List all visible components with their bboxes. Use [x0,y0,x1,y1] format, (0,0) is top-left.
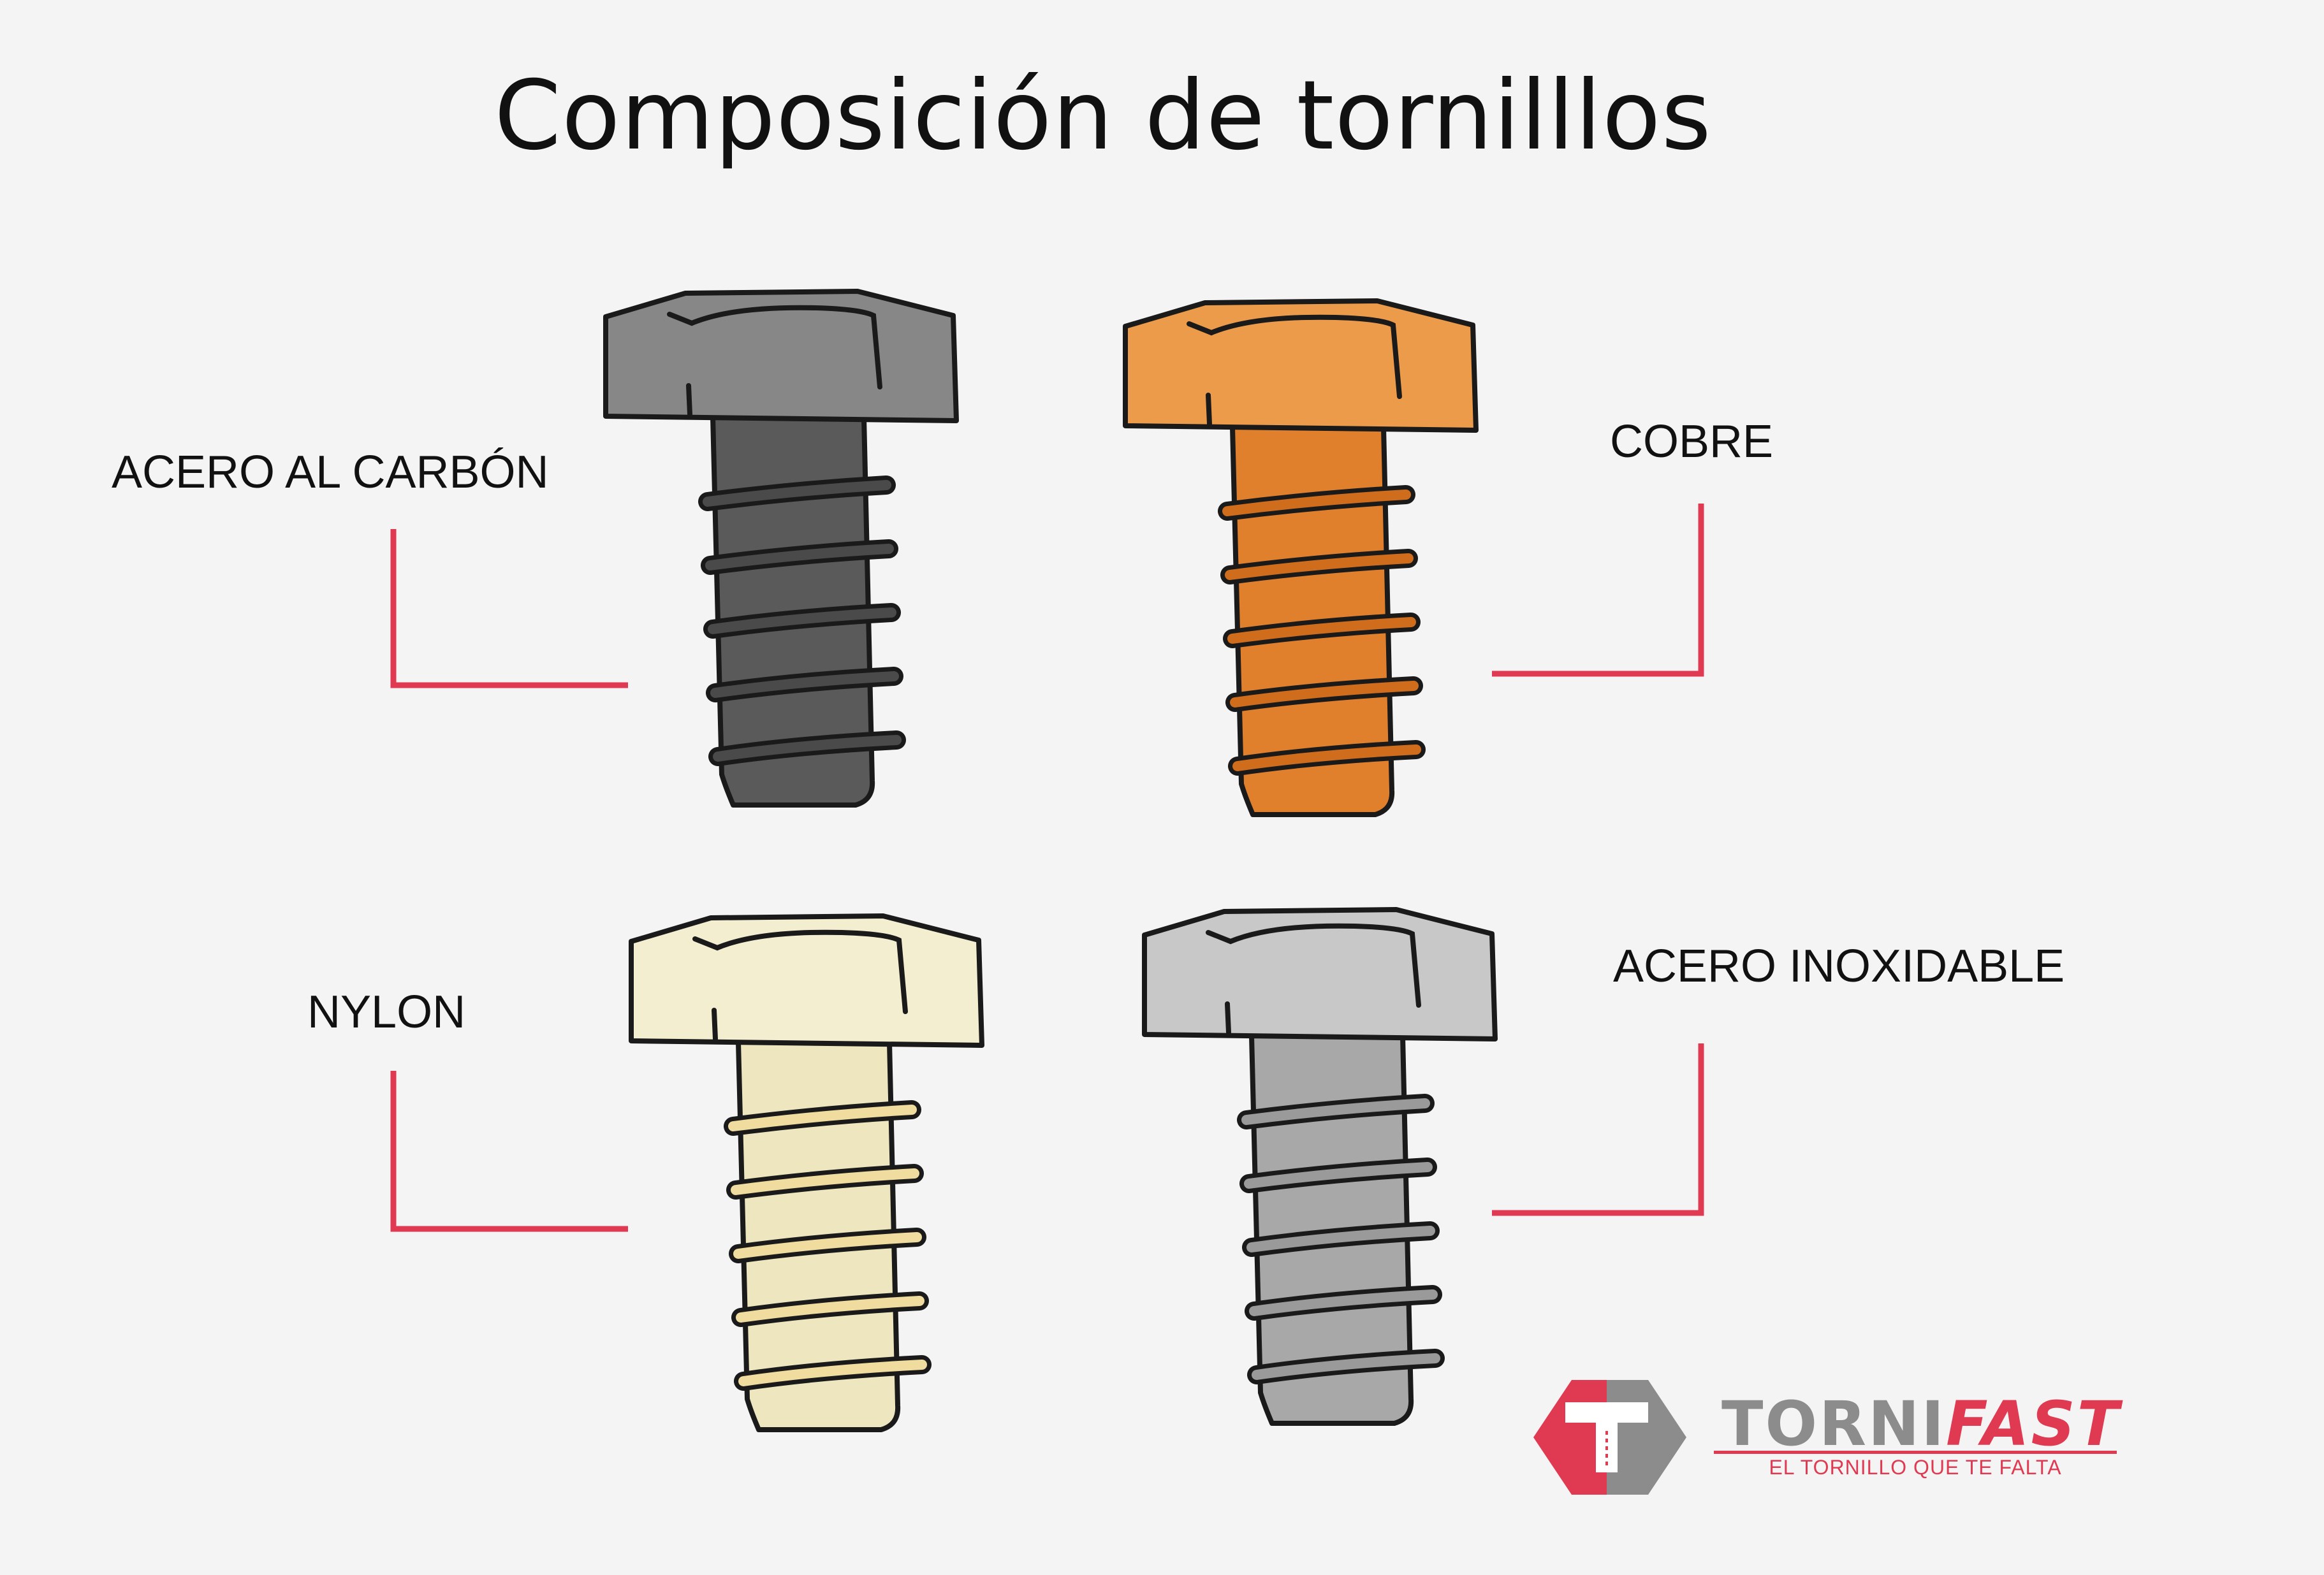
connector-nylon [390,1071,628,1232]
screw-head [1123,298,1479,433]
screw-head-detail [686,383,692,417]
screw-thread-fill [1222,490,1411,516]
label-stainless-steel: ACERO INOXIDABLE [1613,941,2065,992]
label-copper: COBRE [1610,416,1774,467]
screw-thread-fill [733,1232,922,1259]
screw-copper [1123,298,1479,817]
screw-thread-fill [728,1105,917,1131]
screw-thread-fill [738,1360,927,1386]
brand-underline [1714,1451,2117,1454]
screw-head [1142,907,1498,1042]
screw-thread-fill [710,671,899,698]
brand-logo-icon [1533,1380,1686,1495]
screw-thread-fill [1246,1226,1435,1252]
screw-head-detail [712,1008,718,1042]
screw-thread-fill [1249,1289,1438,1316]
screw-head-detail [1225,1001,1231,1035]
screw-carbon-steel [603,289,959,808]
screw-head-detail [667,305,882,389]
connector-inox [1492,1043,1704,1216]
screw-thread-fill [736,1296,924,1323]
brand-name: TORNIFAST [1721,1388,2121,1460]
screw-thread-fill [713,735,902,762]
screw-nylon [629,913,984,1432]
screw-thread-fill [731,1168,919,1195]
screw-thread-fill [1252,1353,1440,1380]
screw-thread-fill [705,544,894,570]
screw-thread-fill [1232,744,1421,771]
screw-thread-fill [1241,1098,1430,1125]
label-carbon-steel: ACERO AL CARBÓN [112,447,549,498]
screw-head [603,289,959,423]
screw-head-detail [1187,314,1402,399]
screw-head-detail [1206,923,1421,1008]
screw-thread-fill [708,607,896,634]
brand-name-part2: FAST [1946,1388,2121,1460]
connector-copper [1492,504,1704,677]
brand-name-part1: TORNI [1721,1388,1947,1460]
screw-head-detail [1206,393,1212,426]
page-title: Composición de tornilllos [494,61,1712,171]
screw-thread-fill [703,480,891,507]
connector-lines [390,504,1704,1232]
screw-head-detail [692,929,908,1014]
screw-thread-fill [1244,1162,1433,1189]
screw-thread-fill [1230,681,1419,708]
screw-thread-fill [1227,617,1416,644]
screw-stainless-steel [1142,907,1498,1426]
screw-thread-fill [1225,553,1414,580]
connector-carbon [390,529,628,688]
brand-tagline: EL TORNILLO QUE TE FALTA [1769,1456,2062,1479]
screw-head [629,913,984,1048]
label-nylon: NYLON [307,987,466,1038]
